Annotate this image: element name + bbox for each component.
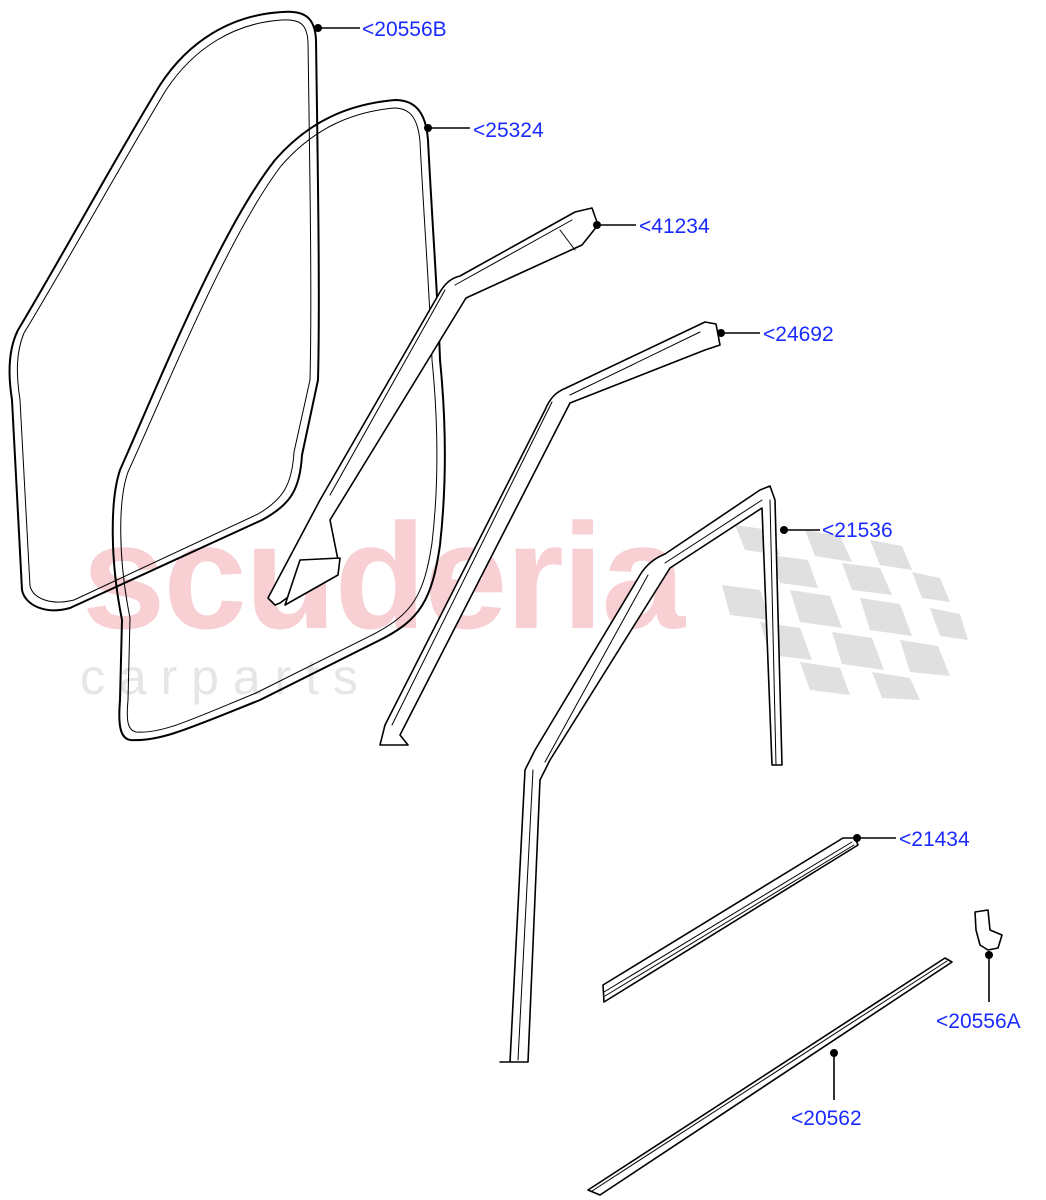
watermark-brand: scuderia <box>82 492 687 660</box>
callout-20556b[interactable]: <20556B <box>362 18 447 41</box>
callout-24692[interactable]: <24692 <box>763 323 834 346</box>
callout-21434[interactable]: <21434 <box>899 828 970 851</box>
part-20556b-door-seal[interactable] <box>8 10 320 612</box>
part-21434-belt-moulding[interactable] <box>602 837 859 1003</box>
callout-20562[interactable]: <20562 <box>791 1107 862 1130</box>
leader-lines <box>314 24 993 1100</box>
part-24692-frame-trim[interactable] <box>379 321 721 746</box>
callout-25324[interactable]: <25324 <box>473 119 544 142</box>
part-20556a-clip[interactable] <box>974 909 1003 951</box>
watermark-tagline: c a r p a r t s <box>80 649 358 705</box>
callout-21536[interactable]: <21536 <box>822 519 893 542</box>
part-25324-door-seal[interactable] <box>111 99 446 742</box>
part-41234-frame-trim[interactable] <box>267 207 599 606</box>
checkered-flag-watermark <box>722 525 968 700</box>
part-21536-window-channel[interactable] <box>499 485 783 1063</box>
part-20562-weatherstrip[interactable] <box>587 957 953 1196</box>
callout-41234[interactable]: <41234 <box>639 215 710 238</box>
callout-20556a[interactable]: <20556A <box>936 1010 1021 1033</box>
